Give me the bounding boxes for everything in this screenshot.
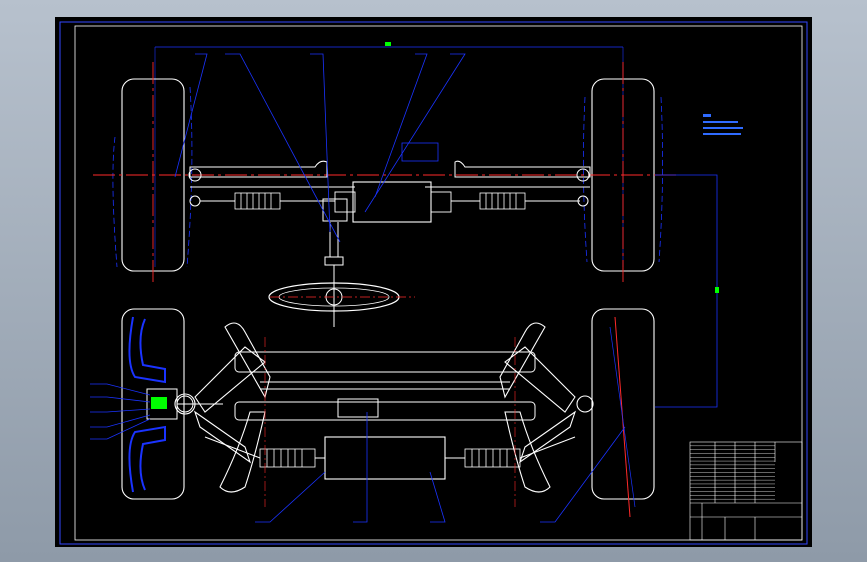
bottom-leader-lines: [90, 383, 626, 523]
title-block-rows: [690, 445, 775, 500]
top-view: [93, 42, 680, 327]
left-rack-boot: [234, 192, 281, 210]
steering-rack-housing: [352, 181, 432, 223]
technical-notes: [703, 114, 743, 135]
right-rear-wheel: [591, 308, 655, 500]
right-dimension-line: [655, 174, 718, 408]
mechanical-drawing: [59, 21, 808, 545]
right-control-arm: [499, 322, 594, 493]
right-dimension-marker: [715, 287, 719, 293]
tie-rod-beam: [189, 160, 328, 178]
title-block: [689, 441, 803, 541]
inner-frame: [74, 25, 803, 541]
outer-frame: [59, 21, 808, 545]
top-dimension-marker: [385, 42, 391, 46]
top-leader-lines: [174, 53, 466, 243]
crossmember: [234, 351, 536, 421]
bottom-view: [90, 308, 655, 523]
lower-steering-rack: [324, 436, 446, 480]
drawing-canvas[interactable]: [55, 17, 812, 547]
right-rack-boot: [479, 192, 526, 210]
left-control-arm: [174, 322, 271, 493]
